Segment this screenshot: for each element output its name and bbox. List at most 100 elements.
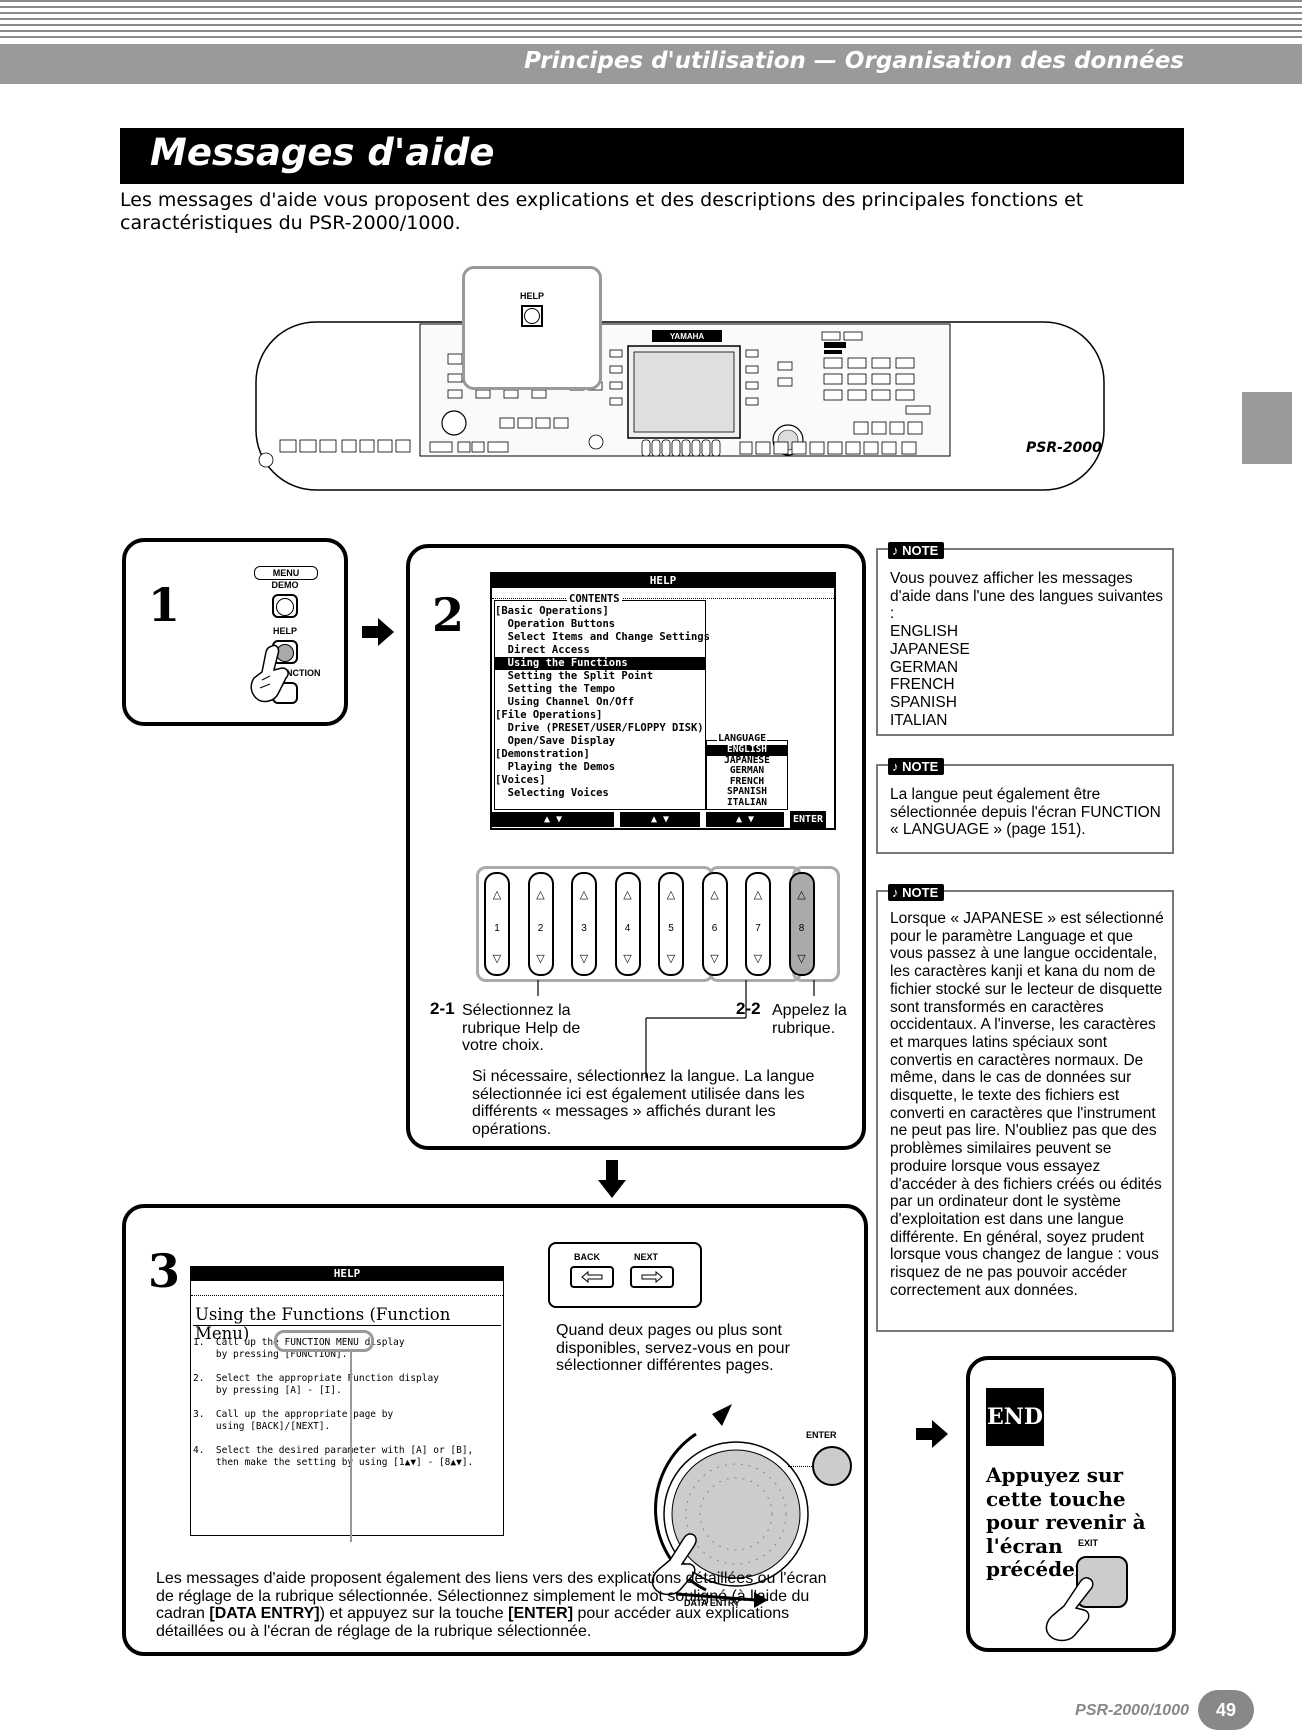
sub2-number: 2-2 [736,999,761,1018]
section-title: Principes d'utilisation — Organisation d… [524,48,1184,74]
up-arrow-icon: △ [666,889,676,901]
down-arrow-icon: ▽ [492,953,502,965]
number-button-3[interactable]: △3▽ [571,872,597,976]
next-label: NEXT [634,1252,659,1262]
button-number: 6 [711,923,718,934]
softkey-arrows-1[interactable]: ▲ ▼ [492,811,614,827]
number-button-6[interactable]: △6▽ [701,872,728,976]
page-number: 49 [1198,1690,1254,1730]
arrow-right-icon [362,618,394,646]
end-panel: END Appuyez sur cette touche pour reveni… [966,1356,1176,1652]
up-arrow-icon: △ [623,889,632,901]
header-band [0,44,1302,84]
svg-text:YAMAHA: YAMAHA [670,332,705,341]
step1-panel: 1 MENU DEMO HELP FUNCTION [122,538,348,726]
down-arrow-icon: ▽ [797,953,806,965]
screen3-line [193,1361,501,1373]
language-item[interactable]: JAPANESE [724,754,770,766]
number-button-1[interactable]: △1▽ [484,872,510,976]
language-item[interactable]: SPANISH [726,786,768,797]
demo-button[interactable] [272,594,298,618]
button-number: 5 [668,923,674,934]
pages-caption: Quand deux pages ou plus sont disponible… [556,1322,790,1374]
note-text: Vous pouvez afficher les messages d'aide… [890,570,1164,729]
help-screen-detail: HELP Using the Functions (Function Menu)… [190,1266,504,1536]
screen-title: HELP [492,574,834,588]
down-arrow-icon: ▽ [753,953,763,965]
softkey-arrows-3[interactable]: ▲ ▼ [706,811,784,827]
title-bar [120,128,1184,184]
header-stripes [0,0,1302,46]
contents-item[interactable]: Direct Access [495,644,590,656]
button-number: 7 [755,923,761,934]
help-label: HELP [272,626,297,636]
svg-text:PSR-2000: PSR-2000 [1026,440,1102,456]
enter-label: ENTER [806,1430,837,1440]
up-arrow-icon: △ [710,889,719,901]
link-connector [350,1352,352,1542]
screen3-title: HELP [191,1267,503,1281]
note-tag: ♪ NOTE [888,884,945,901]
contents-item[interactable]: Operation Buttons [495,618,616,630]
number-button-2[interactable]: △2▽ [527,872,554,976]
function-label: FUNCTION [274,668,321,678]
contents-item[interactable]: [File Operations] [495,709,603,721]
screen3-line [193,1433,501,1445]
contents-item[interactable]: Setting the Tempo [495,683,616,695]
contents-item[interactable]: Select Items and Change Settings [495,631,710,643]
chapter-tab [1242,392,1292,464]
language-item[interactable]: ITALIAN [726,796,768,808]
up-arrow-icon: △ [797,889,806,901]
contents-item[interactable]: Using Channel On/Off [495,696,635,708]
contents-item[interactable]: Drive (PRESET/USER/FLOPPY DISK) [495,722,704,734]
pointing-hand-icon-dial [651,1533,697,1596]
number-button-4[interactable]: △4▽ [614,872,641,976]
up-arrow-icon: △ [579,889,589,901]
contents-item[interactable]: Playing the Demos [495,761,616,773]
help-button-step1[interactable] [272,640,298,664]
sub2-text: Appelez la rubrique. [772,1002,847,1037]
contents-item[interactable]: Using the Functions [495,657,705,670]
language-item[interactable]: ENGLISH [707,744,787,756]
language-caption: Si nécessaire, sélectionnez la langue. L… [472,1068,815,1138]
softkey-arrows-2[interactable]: ▲ ▼ [620,811,700,827]
help-button[interactable] [521,305,543,327]
language-item[interactable]: FRENCH [729,775,765,787]
note-japanese: ♪ NOTE Lorsque « JAPANESE » est sélectio… [876,884,1174,1332]
contents-item[interactable]: Setting the Split Point [495,670,654,682]
step3-panel: 3 HELP Using the Functions (Function Men… [122,1204,868,1656]
data-entry-dial[interactable] [636,1394,836,1614]
back-button[interactable] [570,1266,614,1288]
number-button-8[interactable]: △8▽ [788,872,815,976]
note-text: Lorsque « JAPANESE » est sélectionné pou… [890,910,1164,1299]
note-tag: ♪ NOTE [888,758,945,775]
down-arrow-icon: ▽ [579,953,589,965]
contents-item[interactable]: [Voices] [495,774,546,786]
language-item[interactable]: GERMAN [729,765,765,776]
connector-lines [537,980,815,1078]
pointing-hand-icon-exit [1045,1577,1094,1642]
screen3-line: 1. Call up the FUNCTION MENU display [193,1337,405,1348]
contents-item[interactable]: Open/Save Display [495,735,616,747]
down-arrow-icon: ▽ [623,953,632,965]
demo-label: DEMO [271,580,299,590]
screen3-line: then make the setting by using [1▲▼] - [… [193,1457,474,1468]
exit-label: EXIT [1078,1538,1099,1548]
note-tag: ♪ NOTE [888,542,945,559]
number-button-5[interactable]: △5▽ [658,872,684,976]
screen3-line: using [BACK]/[NEXT]. [193,1421,331,1432]
enter-button[interactable] [812,1446,852,1486]
pointing-hand-icon [250,644,289,703]
up-arrow-icon: △ [536,889,545,901]
contents-item[interactable]: Selecting Voices [495,787,609,799]
menu-label: MENU [254,566,318,580]
screen-enter-button[interactable]: ENTER [790,810,826,828]
next-button[interactable] [630,1266,674,1288]
contents-item[interactable]: [Basic Operations] [495,605,609,617]
screen3-line: by pressing [A] - [I]. [193,1385,342,1396]
number-button-7[interactable]: △ 7 ▽ [745,872,771,976]
up-arrow-icon: △ [753,889,763,901]
contents-item[interactable]: [Demonstration] [495,748,590,760]
screen3-line: 2. Select the appropriate Function displ… [193,1373,439,1384]
step2-panel: 2 HELP CONTENTS [Basic Operations] Opera… [406,544,866,1150]
